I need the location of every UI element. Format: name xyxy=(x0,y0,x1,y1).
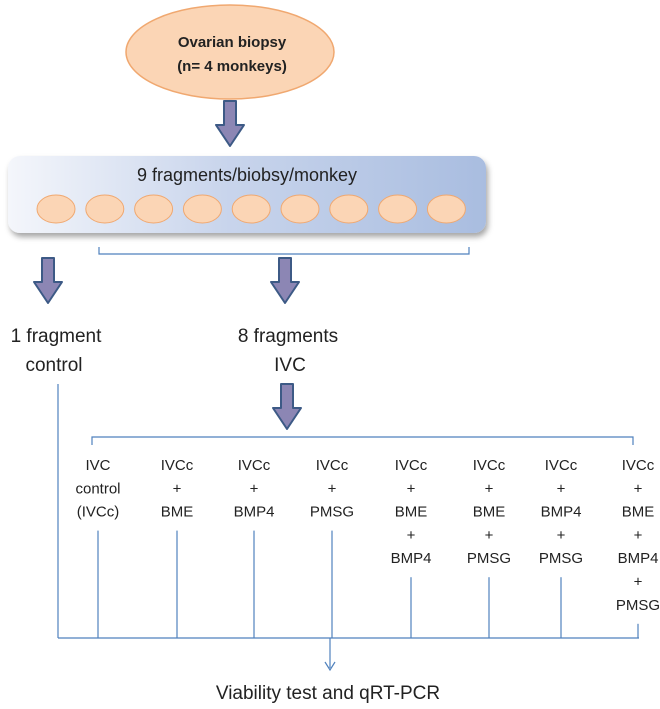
fragment-ellipse xyxy=(231,194,271,224)
treatment-line: IVCc xyxy=(545,457,578,474)
ivc-branch-line1: 8 fragments xyxy=(238,326,338,347)
treatment-line: PMSG xyxy=(467,550,511,567)
treatment-group: IVCc + BMP4 xyxy=(234,457,275,638)
treatment-line: IVCc xyxy=(622,457,655,474)
treatment-line: + xyxy=(407,527,416,544)
control-branch-line2: control xyxy=(25,355,82,376)
arrow-down-icon xyxy=(215,100,245,147)
treatment-line: PMSG xyxy=(310,504,354,521)
treatment-group: IVCc + BME + BMP4 xyxy=(391,457,432,638)
ivc-bracket xyxy=(98,247,470,255)
fragment-ellipse xyxy=(85,194,125,224)
treatment-line: IVCc xyxy=(395,457,428,474)
treatment-line: BME xyxy=(622,504,655,521)
outcome-arrowhead-icon xyxy=(324,661,336,672)
treatment-line: (IVCc) xyxy=(77,504,120,521)
fragments-bar-label: 9 fragments/biobsy/monkey xyxy=(137,165,357,185)
ivc-branch-line2: IVC xyxy=(274,355,306,376)
treatment-line: PMSG xyxy=(539,550,583,567)
fragment-ellipse xyxy=(182,194,222,224)
control-branch-line1: 1 fragment xyxy=(11,326,103,347)
treatment-line: + xyxy=(250,480,259,497)
fragment-ellipse xyxy=(280,194,320,224)
treatment-group: IVC control (IVCc) xyxy=(75,457,121,638)
fragment-ellipse xyxy=(378,194,418,224)
treatment-line: IVCc xyxy=(238,457,271,474)
treatment-line: control xyxy=(75,480,120,497)
treatment-line: + xyxy=(485,480,494,497)
treatment-line: IVCc xyxy=(161,457,194,474)
treatment-line: + xyxy=(557,480,566,497)
outcome-label: Viability test and qRT-PCR xyxy=(216,683,440,704)
fragment-ellipse xyxy=(426,194,466,224)
treatment-line: IVC xyxy=(85,457,110,474)
treatment-line: BME xyxy=(395,504,428,521)
treatment-line: BMP4 xyxy=(541,504,582,521)
treatments-bracket xyxy=(91,436,634,445)
biopsy-node: Ovarian biopsy (n= 4 monkeys) xyxy=(125,4,335,100)
arrow-down-icon xyxy=(33,257,63,304)
fragment-ellipse xyxy=(134,194,174,224)
treatment-line: BMP4 xyxy=(391,550,432,567)
treatment-line: PMSG xyxy=(616,597,660,614)
fragment-ellipses xyxy=(36,194,466,224)
biopsy-label-line1: Ovarian biopsy xyxy=(178,34,287,51)
treatment-line: + xyxy=(485,527,494,544)
treatment-group: IVCc + BMP4 + PMSG xyxy=(539,457,583,638)
treatment-group: IVCc + PMSG xyxy=(310,457,354,638)
treatment-line: BME xyxy=(473,504,506,521)
treatment-group: IVCc + BME + PMSG xyxy=(467,457,511,638)
treatment-group: IVCc + BME xyxy=(161,457,194,638)
treatment-line: + xyxy=(328,480,337,497)
treatment-line: + xyxy=(634,527,643,544)
biopsy-ellipse xyxy=(125,4,335,100)
arrow-down-icon xyxy=(272,383,302,430)
treatment-line: BMP4 xyxy=(618,550,659,567)
treatment-line: + xyxy=(173,480,182,497)
treatment-groups: IVC control (IVCc) IVCc + BME IVCc + BMP4 IVCc + PM… xyxy=(75,457,660,638)
treatment-line: + xyxy=(634,574,643,591)
treatment-line: + xyxy=(407,480,416,497)
treatment-line: + xyxy=(634,480,643,497)
treatment-line: BMP4 xyxy=(234,504,275,521)
treatment-line: IVCc xyxy=(316,457,349,474)
treatment-group: IVCc + BME + BMP4 + PMSG xyxy=(616,457,660,638)
fragment-ellipse xyxy=(329,194,369,224)
treatment-line: BME xyxy=(161,504,194,521)
arrow-down-icon xyxy=(270,257,300,304)
fragment-ellipse xyxy=(36,194,76,224)
fragments-bar: 9 fragments/biobsy/monkey xyxy=(8,156,486,233)
treatment-line: IVCc xyxy=(473,457,506,474)
biopsy-label-line2: (n= 4 monkeys) xyxy=(177,58,287,75)
treatment-line: + xyxy=(557,527,566,544)
